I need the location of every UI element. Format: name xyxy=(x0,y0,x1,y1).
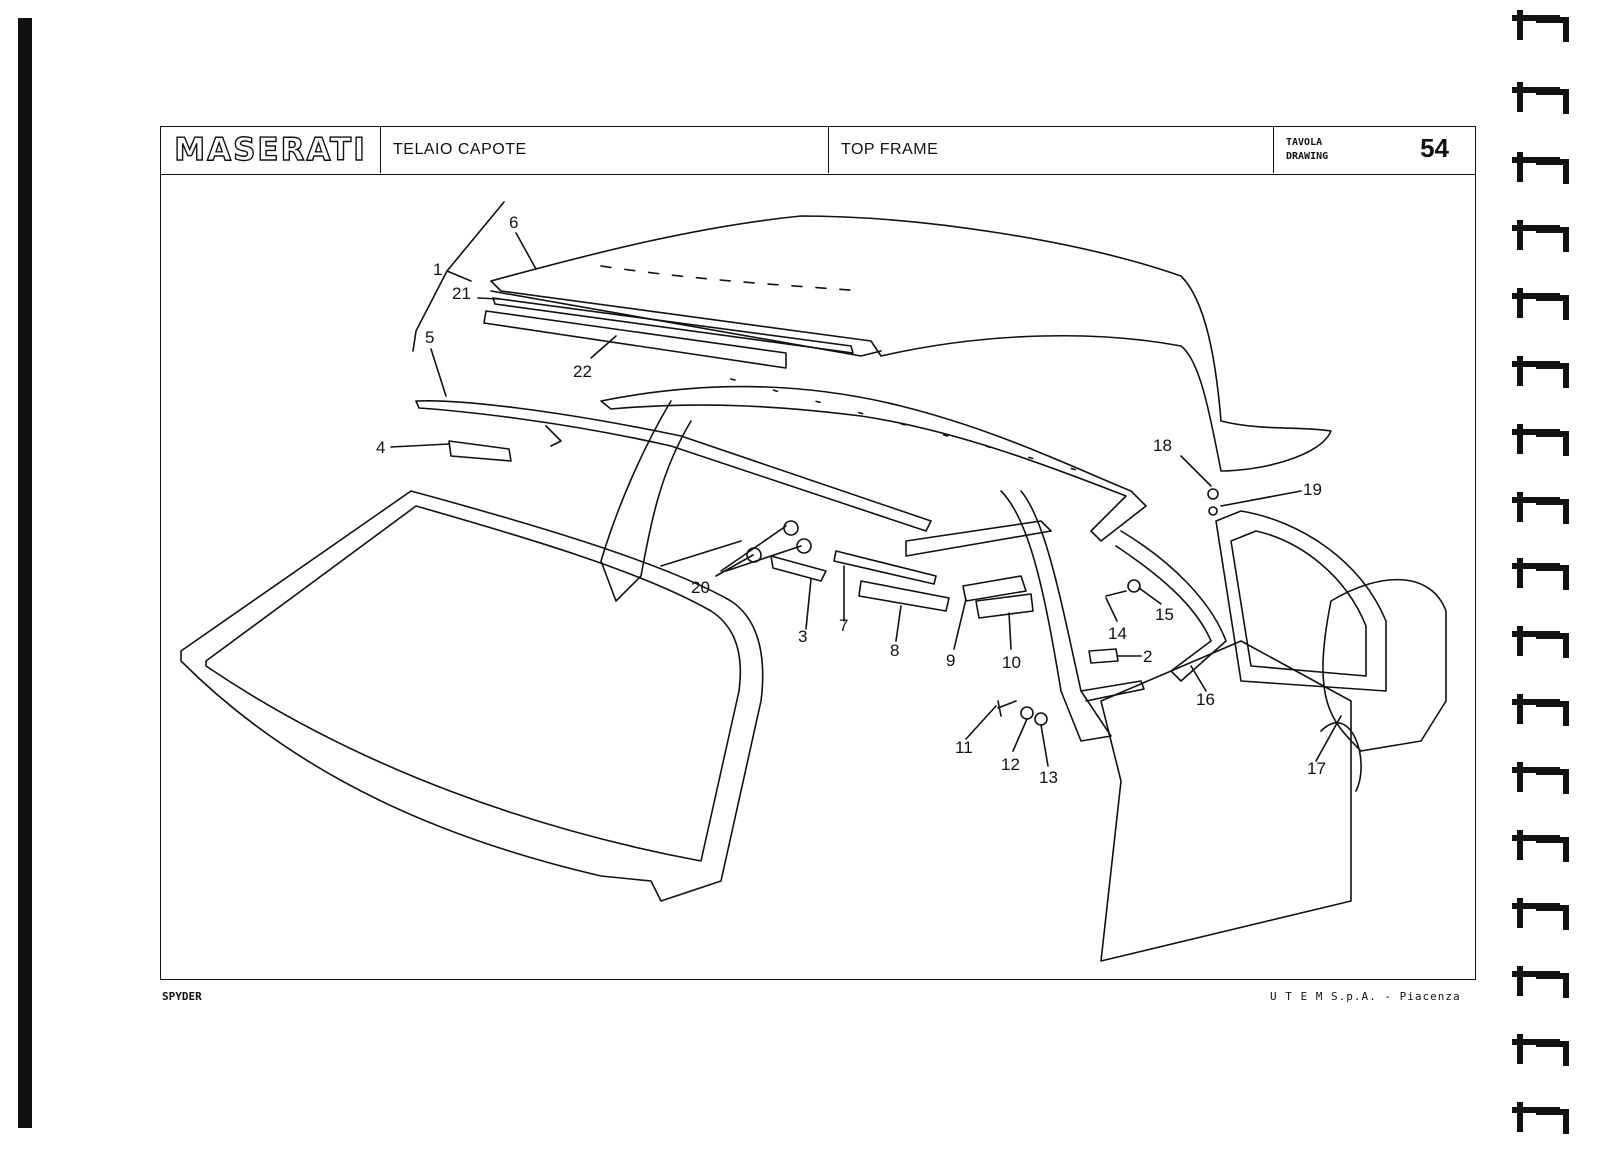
side-frame-main xyxy=(1000,490,1112,742)
tavola-label: TAVOLA xyxy=(1286,137,1323,148)
part-3 xyxy=(770,555,827,582)
windscreen xyxy=(180,490,764,902)
spiral-binding-icon xyxy=(1512,10,1569,1134)
callout-15: 15 xyxy=(1155,605,1174,624)
callout-20: 20 xyxy=(691,578,710,597)
callout-17: 17 xyxy=(1307,759,1326,778)
drawing-number-labels: TAVOLA DRAWING xyxy=(1286,136,1328,164)
part-7 xyxy=(833,550,937,585)
part-8 xyxy=(858,580,950,612)
title-italian: TELAIO CAPOTE xyxy=(381,127,829,173)
top-strip-21 xyxy=(492,297,854,354)
rear-bow xyxy=(600,385,1147,542)
callout-16: 16 xyxy=(1196,690,1215,709)
rear-fender xyxy=(1322,578,1447,752)
callout-6: 6 xyxy=(509,213,518,232)
binding-edge-left xyxy=(18,18,32,1128)
maserati-logo-icon: MASERATI xyxy=(174,131,367,168)
part-9 xyxy=(962,575,1027,602)
part-2 xyxy=(1088,648,1119,664)
callout-18: 18 xyxy=(1153,436,1172,455)
callout-8: 8 xyxy=(890,641,899,660)
publisher-name: U T E M S.p.A. - Piacenza xyxy=(1270,990,1461,1003)
exploded-diagram: 1 2 3 4 5 6 7 8 9 10 11 12 13 14 15 16 1… xyxy=(161,175,1474,978)
callout-11: 11 xyxy=(955,738,973,757)
callout-19: 19 xyxy=(1303,480,1322,499)
callout-labels: 1 2 3 4 5 6 7 8 9 10 11 12 13 14 15 16 1… xyxy=(376,213,1326,787)
title-english: TOP FRAME xyxy=(829,127,1274,173)
callout-10: 10 xyxy=(1002,653,1021,672)
part-4 xyxy=(448,440,512,462)
callout-22: 22 xyxy=(573,362,592,381)
callout-13: 13 xyxy=(1039,768,1058,787)
callout-21: 21 xyxy=(452,284,471,303)
drawing-label: DRAWING xyxy=(1286,151,1329,162)
brand-cell: MASERATI xyxy=(161,127,381,173)
part-10 xyxy=(975,593,1034,619)
callout-14: 14 xyxy=(1108,624,1127,643)
callout-5: 5 xyxy=(425,328,434,347)
top-strip-22 xyxy=(483,310,787,369)
door-panel xyxy=(1100,640,1352,962)
side-frame-left xyxy=(600,400,692,602)
front-bow-5 xyxy=(415,399,932,532)
side-rail-16 xyxy=(1115,530,1227,682)
drawing-number: 54 xyxy=(1420,133,1449,163)
title-block: MASERATI TELAIO CAPOTE TOP FRAME TAVOLA … xyxy=(161,127,1475,175)
callout-1: 1 xyxy=(433,260,442,279)
model-name: SPYDER xyxy=(162,990,202,1003)
drawing-number-cell: TAVOLA DRAWING 54 xyxy=(1274,127,1475,173)
drawing-sheet: MASERATI TELAIO CAPOTE TOP FRAME TAVOLA … xyxy=(160,126,1476,980)
callout-2: 2 xyxy=(1143,647,1152,666)
soft-top-cover xyxy=(490,215,1332,472)
top-frame-illustration: 1 2 3 4 5 6 7 8 9 10 11 12 13 14 15 16 1… xyxy=(180,201,1447,962)
callout-9: 9 xyxy=(946,651,955,670)
callout-3: 3 xyxy=(798,627,807,646)
callout-12: 12 xyxy=(1001,755,1020,774)
callout-7: 7 xyxy=(839,616,848,635)
callout-4: 4 xyxy=(376,438,385,457)
quarter-window xyxy=(1215,510,1387,692)
